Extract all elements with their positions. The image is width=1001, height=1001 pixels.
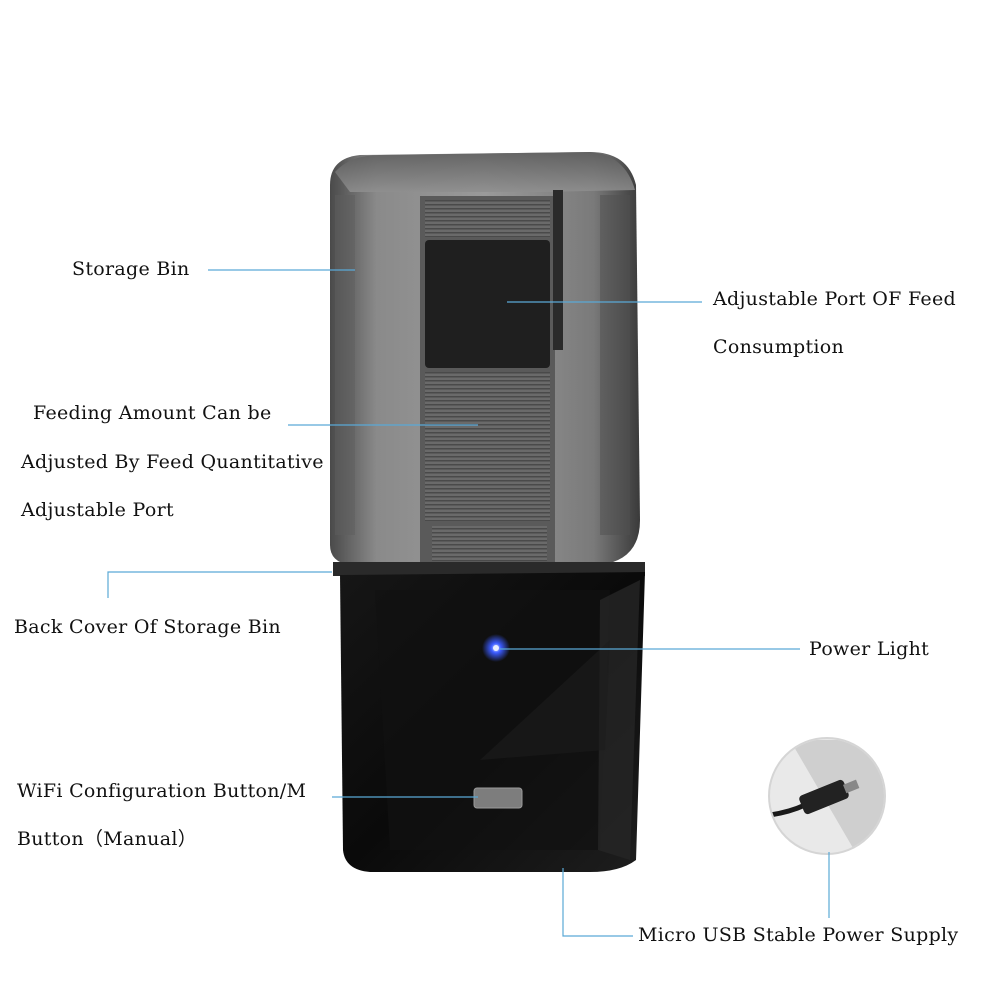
- label-feeding-amount-line1: Feeding Amount Can be: [33, 402, 272, 424]
- back-cover: [333, 562, 645, 576]
- label-feeding-amount-line2: Adjusted By Feed Quantitative: [21, 451, 324, 473]
- label-power-light: Power Light: [809, 638, 930, 660]
- wifi-button: [473, 787, 523, 809]
- label-adjustable-port-line1: Adjustable Port OF Feed: [713, 288, 956, 310]
- label-adjustable-port-line2: Consumption: [713, 336, 845, 358]
- label-back-cover: Back Cover Of Storage Bin: [14, 616, 281, 638]
- label-wifi-button-line2: Button（Manual）: [17, 828, 198, 850]
- leader-lines: [107, 269, 830, 937]
- micro-usb-inset: [768, 737, 886, 855]
- base-unit: [340, 572, 645, 872]
- label-storage-bin: Storage Bin: [72, 258, 190, 280]
- label-micro-usb: Micro USB Stable Power Supply: [638, 924, 959, 946]
- adjustable-port: [420, 190, 563, 570]
- label-feeding-amount-line3: Adjustable Port: [21, 499, 174, 521]
- label-wifi-button-line1: WiFi Configuration Button/M: [17, 780, 307, 802]
